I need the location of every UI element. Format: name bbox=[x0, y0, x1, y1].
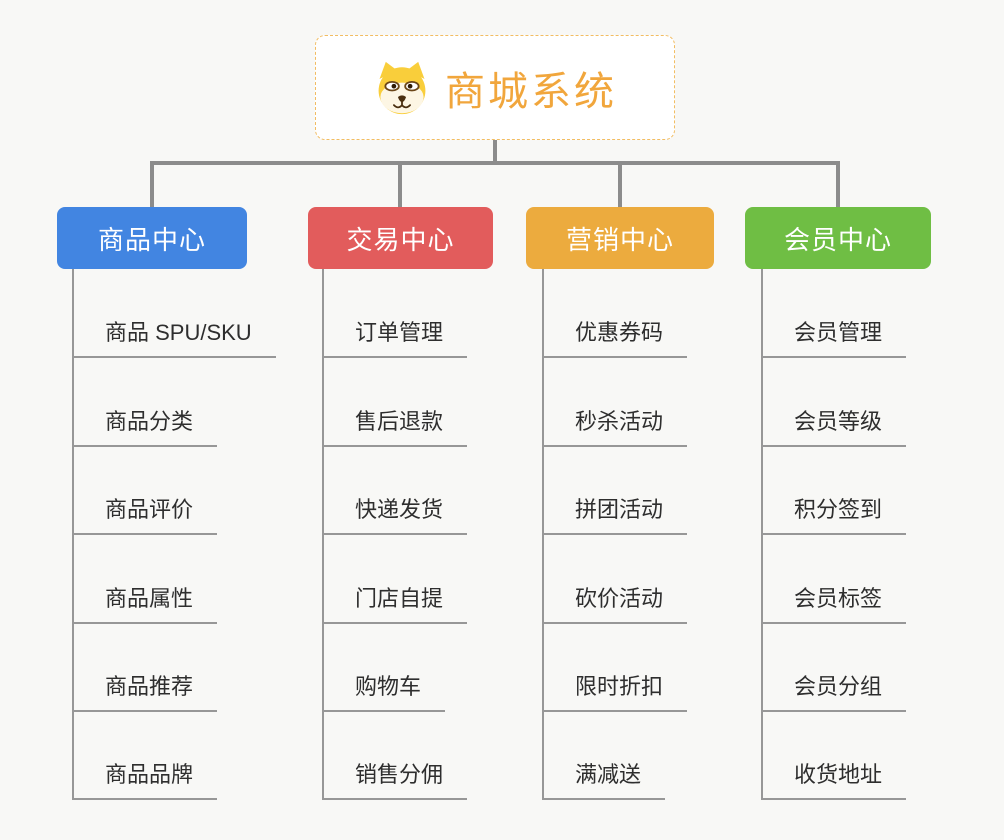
leaf-node[interactable]: 商品评价 bbox=[73, 495, 218, 535]
leaf-node[interactable]: 快递发货 bbox=[323, 495, 468, 535]
branch-box-trade-center[interactable]: 交易中心 bbox=[308, 207, 493, 269]
branch-box-member-center[interactable]: 会员中心 bbox=[745, 207, 931, 269]
leaf-node[interactable]: 商品推荐 bbox=[73, 672, 218, 712]
leaf-node[interactable]: 会员等级 bbox=[762, 407, 907, 447]
root-node[interactable]: 商城系统 bbox=[315, 35, 675, 140]
leaf-node[interactable]: 收货地址 bbox=[762, 760, 907, 800]
dog-face-icon bbox=[378, 61, 426, 114]
branch-label: 营销中心 bbox=[565, 224, 674, 255]
leaf-node[interactable]: 门店自提 bbox=[323, 584, 468, 624]
branch-connector-line bbox=[618, 163, 622, 207]
leaf-node[interactable]: 购物车 bbox=[323, 672, 446, 712]
leaf-node[interactable]: 销售分佣 bbox=[323, 760, 468, 800]
leaf-node[interactable]: 秒杀活动 bbox=[543, 407, 688, 447]
branch-connector-line bbox=[836, 163, 840, 207]
leaf-node[interactable]: 优惠券码 bbox=[543, 318, 688, 358]
leaf-node[interactable]: 商品属性 bbox=[73, 584, 218, 624]
root-title: 商城系统 bbox=[445, 69, 617, 114]
branch-box-product-center[interactable]: 商品中心 bbox=[57, 207, 247, 269]
branch-label: 交易中心 bbox=[346, 224, 455, 255]
leaf-node[interactable]: 砍价活动 bbox=[543, 584, 688, 624]
branch-connector-line bbox=[398, 163, 402, 207]
leaf-node[interactable]: 商品 SPU/SKU bbox=[73, 318, 276, 358]
leaf-node[interactable]: 商品分类 bbox=[73, 407, 218, 447]
leaf-node[interactable]: 会员标签 bbox=[762, 584, 907, 624]
leaf-node[interactable]: 满减送 bbox=[543, 760, 666, 800]
leaf-node[interactable]: 售后退款 bbox=[323, 407, 468, 447]
branch-box-marketing-center[interactable]: 营销中心 bbox=[526, 207, 714, 269]
leaf-node[interactable]: 拼团活动 bbox=[543, 495, 688, 535]
leaf-node[interactable]: 订单管理 bbox=[323, 318, 468, 358]
leaf-node[interactable]: 限时折扣 bbox=[543, 672, 688, 712]
root-connector-line bbox=[493, 140, 497, 164]
branch-label: 商品中心 bbox=[97, 224, 206, 255]
leaf-node[interactable]: 积分签到 bbox=[762, 495, 907, 535]
leaf-node[interactable]: 会员分组 bbox=[762, 672, 907, 712]
trunk-connector-line bbox=[150, 161, 840, 165]
leaf-node[interactable]: 会员管理 bbox=[762, 318, 907, 358]
branch-connector-line bbox=[150, 163, 154, 207]
branch-label: 会员中心 bbox=[783, 224, 892, 255]
leaf-node[interactable]: 商品品牌 bbox=[73, 760, 218, 800]
